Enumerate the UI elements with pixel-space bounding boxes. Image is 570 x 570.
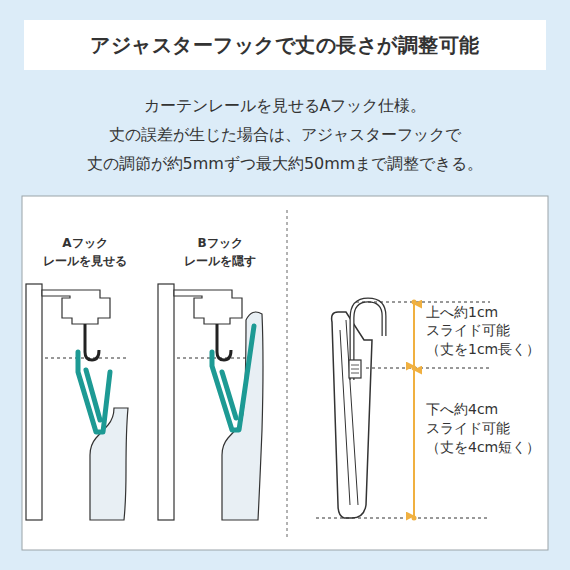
- dimension-label: 上へ約1cm: [424, 304, 500, 321]
- body-text: 丈の調節が約5mmずつ最大約50mmまで調整できる。: [87, 154, 484, 173]
- hook-name: Bフック: [197, 236, 242, 250]
- divider: [287, 210, 288, 540]
- title: アジャスターフックで丈の長さが調整可能: [90, 32, 480, 59]
- hook-name: Aフック: [62, 236, 107, 250]
- adjuster-hook: [332, 300, 384, 518]
- dimension-label: （丈を4cm短く）: [424, 439, 542, 456]
- dimension-label: （丈を1cm長く）: [424, 341, 542, 358]
- body-text: カーテンレールを見せるAフック仕様。: [144, 96, 427, 115]
- body-text: 丈の誤差が生じた場合は、アジャスターフックで: [109, 125, 461, 144]
- b-hook-figure: [158, 284, 263, 520]
- panel: [22, 196, 548, 550]
- a-hook-figure: [26, 284, 128, 520]
- dimension-label: 下へ約4cm: [424, 401, 500, 418]
- dimension-label: スライド可能: [424, 322, 512, 339]
- hook-note: レールを見せる: [43, 254, 127, 268]
- dimension-label: スライド可能: [424, 420, 512, 437]
- hook-note: レールを隠す: [184, 254, 256, 268]
- title-box: アジャスターフックで丈の長さが調整可能: [24, 20, 546, 70]
